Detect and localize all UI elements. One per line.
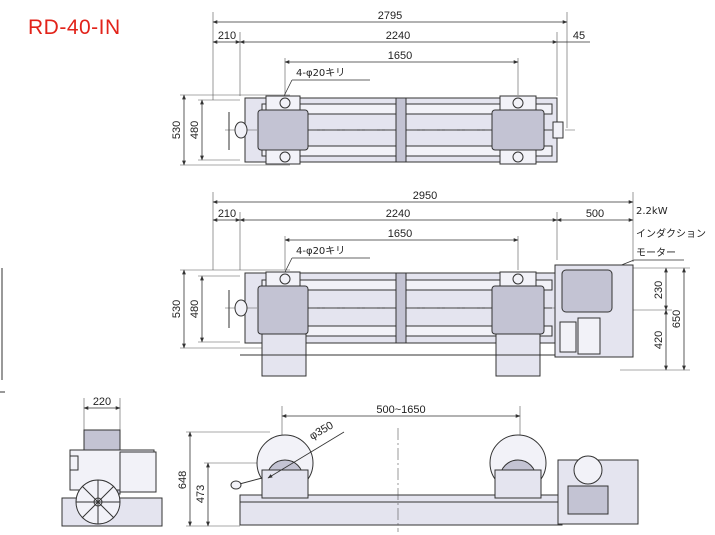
dim-motor-offset: 230 [653, 281, 665, 299]
roller-unit-left [257, 109, 309, 151]
dim-left-offset-2: 210 [218, 208, 236, 220]
dim-overall-height: 648 [177, 471, 189, 489]
dim-motor-lower: 420 [653, 331, 665, 349]
side-view-base [239, 494, 563, 526]
dim-hole-pitch: 1650 [388, 50, 412, 62]
dim-right-offset: 45 [573, 30, 585, 42]
dim-inner-width: 480 [189, 121, 201, 139]
dim-overall-length: 2795 [378, 10, 402, 22]
hole-note-2: 4-φ20キリ [296, 246, 345, 257]
dim-outer-width-2: 530 [171, 300, 183, 318]
dim-span-range: 500~1650 [376, 404, 425, 416]
roller-unit-right [491, 109, 545, 151]
dim-inner-width-2: 480 [189, 300, 201, 318]
top-view-2: 2950 210 2240 500 1650 4-φ20キリ 2.2kW インダ… [171, 190, 706, 377]
top-view-1: 2795 210 2240 45 1650 4-φ20キリ 530 480 [171, 10, 590, 166]
dim-overall-length-2: 2950 [413, 190, 437, 202]
roller-diameter: φ350 [308, 419, 336, 442]
model-title: RD-40-IN [28, 16, 121, 39]
roller-unit-left-2 [257, 285, 309, 335]
dim-end-width: 220 [93, 396, 111, 408]
motor-note-line1: 2.2kW [636, 206, 668, 217]
induction-motor [561, 269, 613, 313]
dim-hole-pitch-2: 1650 [388, 228, 412, 240]
roller-unit-right-2 [491, 285, 545, 335]
dim-left-offset: 210 [218, 30, 236, 42]
dim-axle-height: 473 [195, 485, 207, 503]
motor-note-line2: インダクション [636, 227, 706, 240]
end-view: 220 [61, 396, 163, 527]
motor-note-line3: モーター [636, 247, 676, 259]
dim-outer-width: 530 [171, 121, 183, 139]
dim-motor-length: 500 [586, 208, 604, 220]
side-view: 500~1650 648 473 φ350 [177, 404, 639, 532]
dim-overall-width: 650 [671, 310, 683, 328]
hole-note: 4-φ20キリ [296, 68, 345, 79]
dim-roller-span: 2240 [386, 30, 410, 42]
dim-roller-span-2: 2240 [386, 208, 410, 220]
